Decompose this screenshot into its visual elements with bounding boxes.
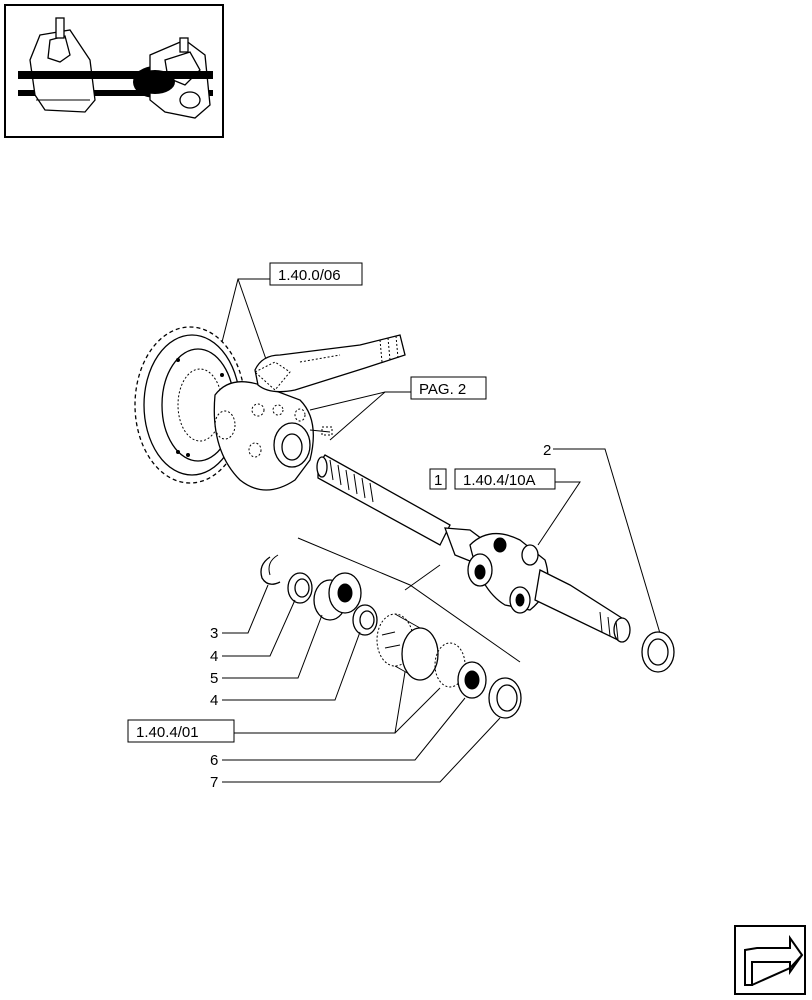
ref-box-page [410,376,487,400]
callout-4b: 4 [210,692,218,709]
pinion-shaft [254,334,406,393]
ref-label-kit: 1.40.4/10A [463,472,536,489]
snap-ring-3 [260,554,281,585]
axle-shaft-ujoint [316,454,631,643]
bearing-5 [313,572,362,621]
snap-ring-4b [352,604,378,636]
ref-box-kit [454,468,556,490]
washer-6 [457,661,487,699]
callout-7: 7 [210,774,218,791]
seal-7 [488,677,522,719]
callout-6: 6 [210,752,218,769]
ref-label-page: PAG. 2 [419,381,466,398]
callout-4a: 4 [210,648,218,665]
snap-ring-4a [287,572,313,604]
seal-ring-2 [641,631,675,673]
axle-thumbnail-icon [4,4,224,138]
callout-5: 5 [210,670,218,687]
kit-index-box [429,468,447,490]
callout-2: 2 [543,442,551,459]
kit-index-label: 1 [434,472,442,489]
ring-gear-assembly [134,326,333,491]
next-page-arrow-icon[interactable] [734,925,806,995]
ref-label-bushing: 1.40.4/01 [136,724,199,741]
bushing-group [376,613,466,688]
ref-label-differential: 1.40.0/06 [278,267,341,284]
callout-3: 3 [210,625,218,642]
ref-box-differential [269,262,363,286]
ref-box-bushing [127,719,235,743]
